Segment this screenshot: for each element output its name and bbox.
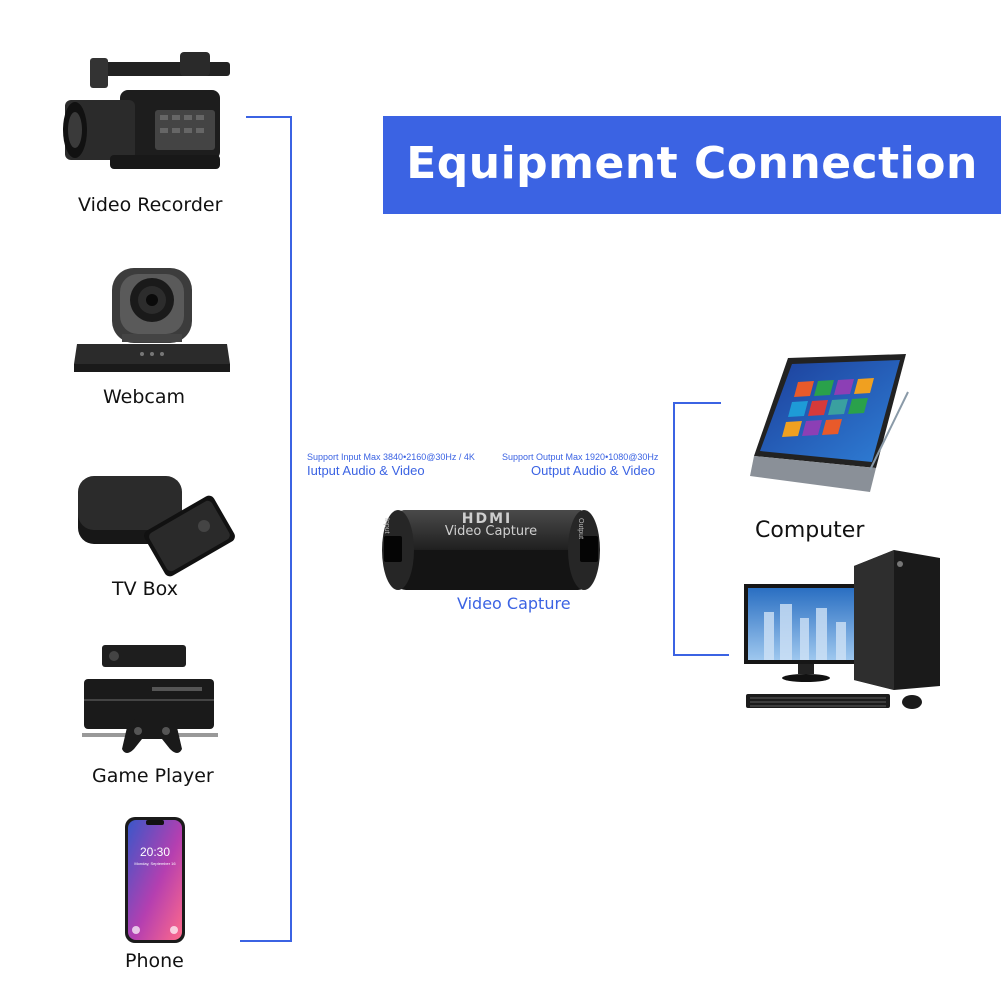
tv-box-icon: [76, 468, 234, 568]
game-console-icon: [82, 645, 220, 760]
device-name: Video Capture: [418, 524, 564, 539]
destination-label-computer: Computer: [755, 518, 864, 543]
device-side-input: Input: [383, 518, 390, 534]
source-label-phone: Phone: [125, 950, 184, 972]
phone-icon: 20:30 Monday, September 16: [124, 816, 186, 944]
phone-clock: 20:30: [140, 845, 170, 859]
source-bracket-vertical: [290, 116, 292, 942]
source-label-game-player: Game Player: [92, 765, 214, 787]
device-side-output: Output: [577, 518, 584, 539]
destination-bracket-bottom: [673, 654, 729, 656]
destination-bracket-vertical: [673, 402, 675, 656]
page-title: Equipment Connection: [383, 138, 1001, 189]
laptop-icon: [748, 352, 914, 500]
webcam-icon: [72, 268, 232, 374]
title-banner: Equipment Connection: [383, 116, 1001, 214]
capture-caption: Video Capture: [457, 594, 571, 613]
video-recorder-icon: [60, 50, 235, 180]
input-note-text: Iutput Audio & Video: [307, 463, 425, 478]
input-spec-text: Support Input Max 3840•2160@30Hz / 4K: [307, 452, 475, 462]
source-bracket-top: [246, 116, 292, 118]
phone-date: Monday, September 16: [134, 861, 176, 866]
source-label-webcam: Webcam: [103, 386, 185, 408]
destination-bracket-top: [673, 402, 721, 404]
source-bracket-bottom: [240, 940, 292, 942]
desktop-pc-icon: [744, 548, 946, 714]
output-note-text: Output Audio & Video: [531, 463, 655, 478]
source-label-tv-box: TV Box: [112, 578, 178, 600]
source-label-video-recorder: Video Recorder: [78, 194, 222, 216]
output-spec-text: Support Output Max 1920•1080@30Hz: [502, 452, 658, 462]
